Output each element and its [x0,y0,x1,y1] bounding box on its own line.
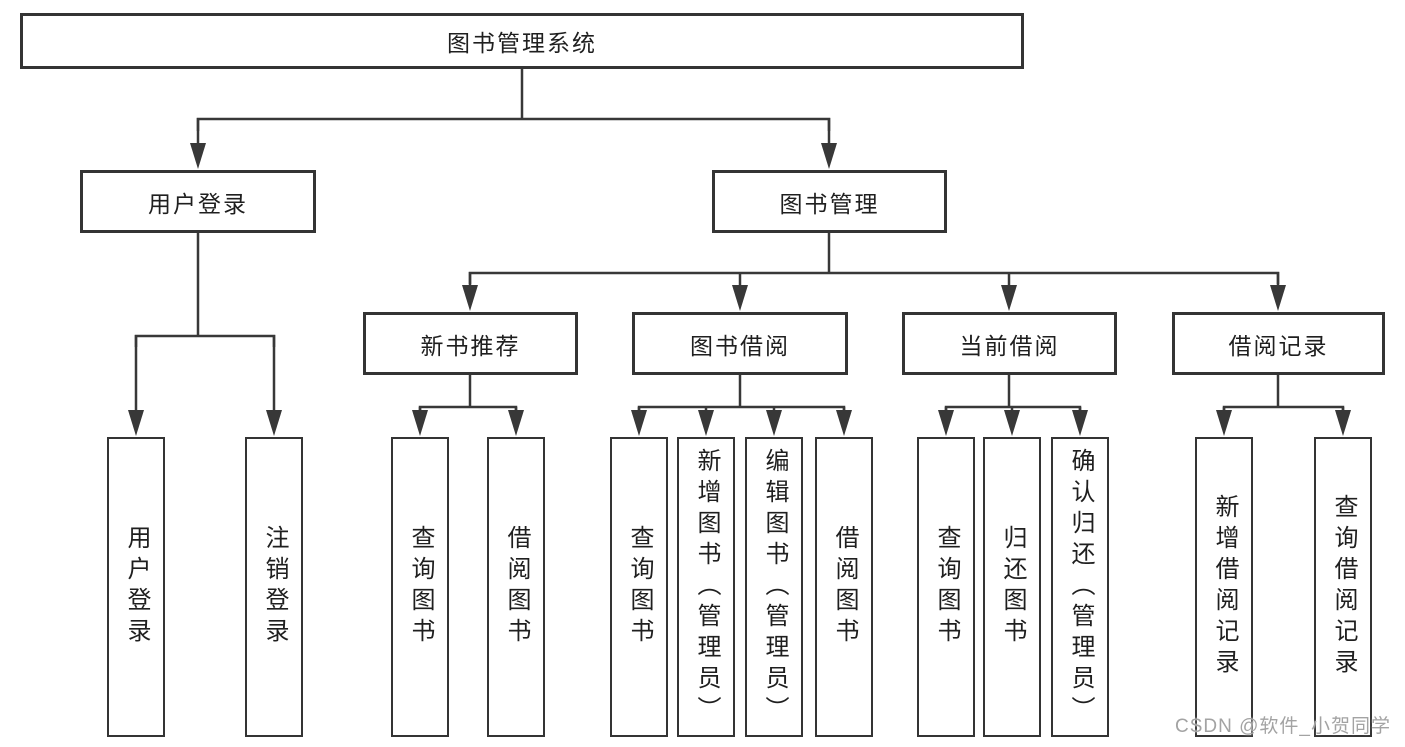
leaf-borrow-books-borrow: 借阅图书 [815,437,873,737]
leaf-add-book-admin: 新增图书（管理员） [677,437,735,737]
node-root: 图书管理系统 [20,13,1024,69]
leaf-add-borrow-record: 新增借阅记录 [1195,437,1253,737]
leaf-query-books-recommend: 查询图书 [391,437,449,737]
node-borrow-records: 借阅记录 [1172,312,1385,375]
leaf-borrow-books-recommend: 借阅图书 [487,437,545,737]
leaf-confirm-return-admin: 确认归还（管理员） [1051,437,1109,737]
node-book-borrow: 图书借阅 [632,312,848,375]
leaf-query-borrow-record: 查询借阅记录 [1314,437,1372,737]
leaf-logout: 注销登录 [245,437,303,737]
node-user-login: 用户登录 [80,170,316,233]
leaf-user-login: 用户登录 [107,437,165,737]
node-current-borrow: 当前借阅 [902,312,1117,375]
leaf-return-book: 归还图书 [983,437,1041,737]
connector-arrowheads [128,143,1351,436]
leaf-query-books-borrow: 查询图书 [610,437,668,737]
leaf-edit-book-admin: 编辑图书（管理员） [745,437,803,737]
leaf-query-books-current: 查询图书 [917,437,975,737]
node-new-book-recommend: 新书推荐 [363,312,578,375]
csdn-watermark: CSDN @软件_小贺同学 [1175,716,1391,737]
node-book-management: 图书管理 [712,170,947,233]
